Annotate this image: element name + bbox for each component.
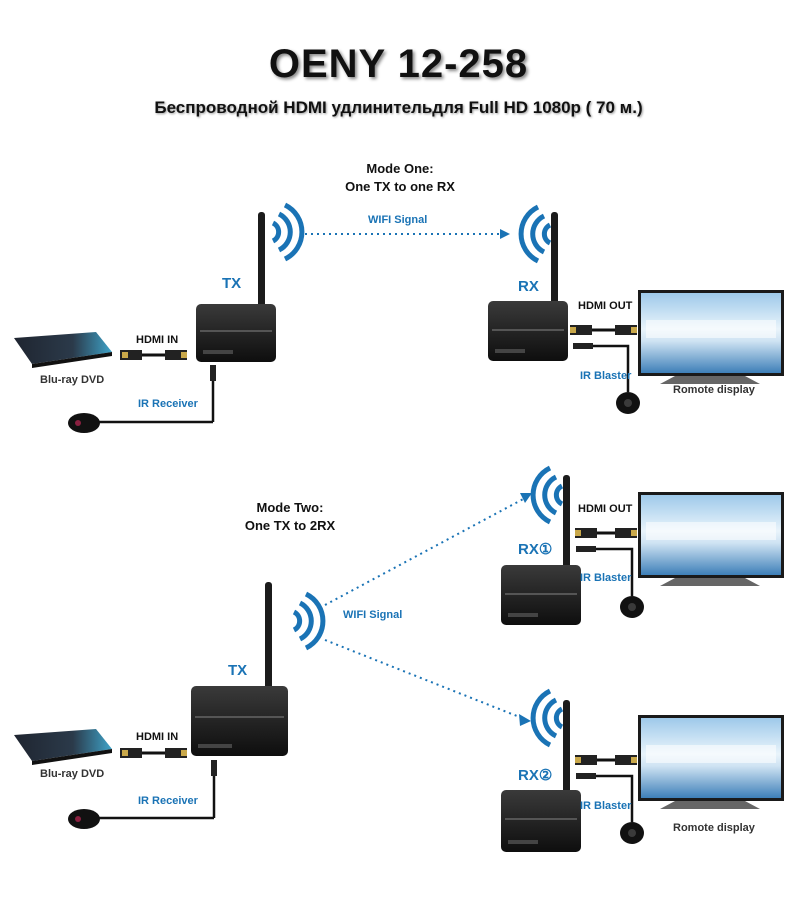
antenna-icon	[563, 475, 570, 570]
ir-receiver-icon	[68, 809, 100, 829]
source-caption: Blu-ray DVD	[40, 374, 105, 386]
mode-one-rx-device	[488, 207, 568, 361]
ir-blaster-label: IR Blaster	[580, 800, 632, 812]
wifi-signal-line	[324, 639, 528, 721]
ir-blaster-cable	[576, 773, 644, 844]
remote-display-2	[638, 492, 784, 586]
antenna-icon	[258, 212, 265, 307]
bluray-dvd-player	[14, 332, 112, 368]
antenna-icon	[265, 582, 272, 690]
wifi-signal-label: WIFI Signal	[343, 609, 403, 621]
ir-receiver-label: IR Receiver	[138, 398, 198, 410]
source-caption: Blu-ray DVD	[40, 768, 105, 780]
remote-display-3	[638, 715, 784, 809]
rx2-label: RX②	[518, 767, 553, 784]
hdmi-out-cable	[575, 528, 637, 538]
mode-two-rx1-device	[501, 468, 581, 625]
hdmi-out-label: HDMI OUT	[578, 300, 633, 312]
wifi-icon	[533, 468, 562, 522]
wifi-signal-label: WIFI Signal	[368, 214, 428, 226]
ir-receiver-label: IR Receiver	[138, 795, 198, 807]
display-caption: Romote display	[673, 384, 755, 396]
antenna-icon	[563, 700, 570, 795]
ir-receiver-cable	[68, 760, 217, 829]
hdmi-in-label: HDMI IN	[136, 334, 179, 346]
ir-receiver-cable	[68, 365, 216, 433]
mode-two-heading-line2: One TX to 2RX	[244, 518, 336, 533]
hdmi-out-cable	[570, 325, 637, 335]
ir-blaster-label: IR Blaster	[580, 572, 632, 584]
hdmi-out-cable	[575, 755, 637, 765]
mode-one-tx-device	[196, 212, 276, 362]
tx-label: TX	[228, 662, 248, 679]
tx-label: TX	[222, 275, 242, 292]
ir-blaster-cable	[576, 546, 644, 618]
wifi-icon	[521, 207, 550, 261]
hdmi-in-label: HDMI IN	[136, 731, 179, 743]
ir-blaster-cable	[573, 343, 640, 414]
ir-receiver-icon	[68, 413, 100, 433]
wifi-signal-line	[324, 496, 528, 606]
rx1-label: RX①	[518, 541, 553, 558]
display-caption: Romote display	[673, 822, 755, 834]
hdmi-out-label: HDMI OUT	[578, 503, 633, 515]
mode-one-heading: Mode One: One TX to one RX	[320, 160, 480, 196]
mode-two-tx-device	[191, 582, 288, 756]
mode-two-heading-line1: Mode Two:	[256, 500, 324, 515]
wifi-icon	[533, 691, 562, 745]
hdmi-cable	[120, 350, 187, 360]
mode-one-heading-line2: One TX to one RX	[345, 179, 455, 194]
ir-blaster-label: IR Blaster	[580, 370, 632, 382]
remote-display-1	[638, 290, 784, 384]
wifi-icon	[273, 205, 302, 259]
mode-one-heading-line1: Mode One:	[366, 161, 434, 176]
bluray-dvd-player	[14, 729, 112, 765]
mode-two-heading: Mode Two: One TX to 2RX	[210, 499, 370, 535]
rx-label: RX	[518, 278, 539, 295]
mode-two-rx2-device	[501, 691, 581, 852]
page-title: OENY 12-258	[268, 42, 529, 86]
page-subtitle: Беспроводной HDMI удлинительдля Full HD …	[154, 98, 643, 117]
antenna-icon	[551, 212, 558, 307]
hdmi-cable	[120, 748, 187, 758]
wifi-icon	[294, 594, 323, 648]
